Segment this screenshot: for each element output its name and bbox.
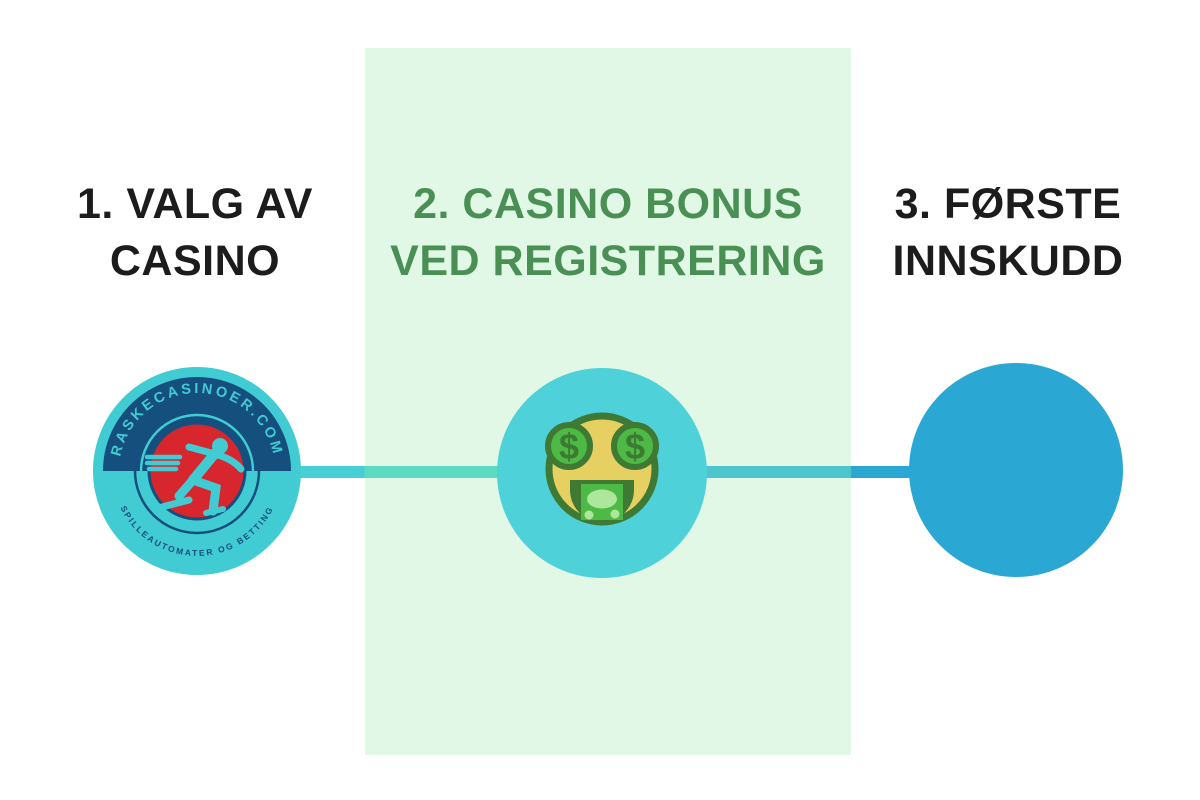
money-bill-icon — [581, 484, 623, 520]
step3-title-line2: INNSKUDD — [892, 237, 1124, 285]
step3-title-line1: 3. FØRSTE — [894, 180, 1122, 228]
running-man-icon — [144, 438, 245, 516]
step3-title: 3. FØRSTE INNSKUDD — [833, 176, 1183, 290]
step3-deposit-circle — [909, 363, 1123, 577]
step1-title-line2: CASINO — [109, 237, 281, 285]
speed-lines-icon — [144, 454, 183, 472]
connector-line-step1-step2 — [295, 466, 505, 478]
left-dollar-sign: $ — [559, 426, 579, 467]
right-dollar-sign: $ — [625, 426, 645, 467]
badge-thin-navy-ring — [133, 407, 261, 535]
money-mouth-face-icon: $ $ — [545, 412, 659, 526]
badge-thin-teal-ring — [139, 413, 255, 529]
emoji-left-eye — [545, 422, 593, 470]
step2-title-line2: VED REGISTRERING — [390, 237, 826, 285]
step2-title-line1: 2. CASINO BONUS — [413, 180, 803, 228]
connector-line-step2-step3 — [705, 466, 915, 478]
step1-title-line1: 1. VALG AV — [77, 180, 313, 228]
step1-title: 1. VALG AV CASINO — [20, 176, 370, 290]
raskecasinoer-logo-badge: RASKECASINOER.COM SPILLEAUTOMATER OG BET… — [93, 367, 301, 575]
money-mouth-emoji-circle: $ $ — [497, 368, 707, 578]
emoji-right-eye — [611, 422, 659, 470]
step2-title: 2. CASINO BONUS VED REGISTRERING — [388, 176, 828, 290]
